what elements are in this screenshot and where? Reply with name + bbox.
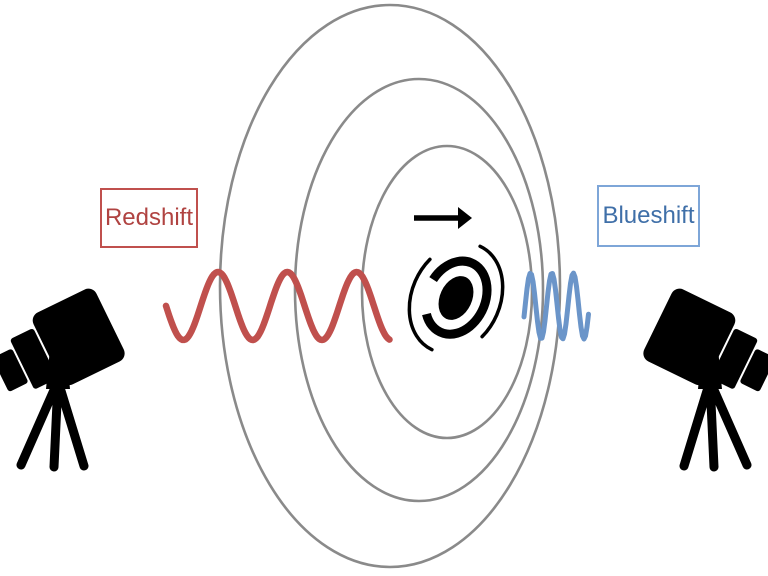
wavefront-ring-1 (218, 3, 562, 569)
telescope-right-icon (640, 286, 768, 467)
telescope-left-icon (0, 286, 128, 467)
redshift-label: Redshift (100, 188, 198, 248)
wavefront-ring-2 (293, 77, 545, 503)
expanding-light-wavefronts (218, 3, 562, 569)
spiral-galaxy-icon (407, 244, 505, 352)
blueshift-wave (521, 270, 591, 342)
light-waves (162, 268, 591, 344)
motion-direction-arrow-icon (414, 207, 472, 229)
arrow-head (458, 207, 472, 229)
blueshift-label: Blueshift (597, 185, 700, 247)
redshift-wave (162, 268, 393, 344)
